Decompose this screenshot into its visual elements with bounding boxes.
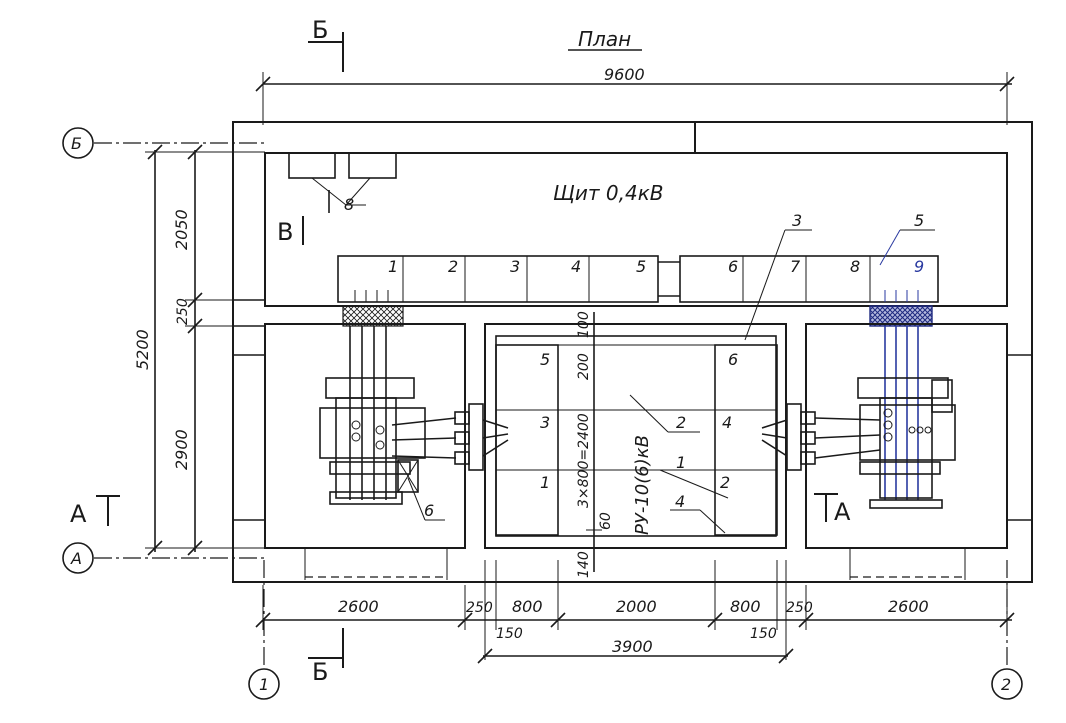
svg-text:2: 2 bbox=[676, 413, 686, 432]
svg-text:2050: 2050 bbox=[172, 209, 191, 250]
cabinet-8b bbox=[348, 152, 397, 179]
svg-text:5200: 5200 bbox=[133, 329, 152, 370]
svg-text:3×800=2400: 3×800=2400 bbox=[576, 413, 592, 508]
section-mark-top: Б bbox=[308, 16, 344, 72]
svg-text:150: 150 bbox=[750, 626, 777, 642]
svg-text:3900: 3900 bbox=[612, 637, 653, 656]
axis-1: 1 bbox=[248, 560, 280, 700]
panel-cell-8: 8 bbox=[850, 257, 860, 276]
transformer-left-top bbox=[325, 377, 415, 399]
plan-title: План bbox=[568, 27, 642, 51]
transformer-left-fan bbox=[397, 459, 419, 493]
transformer-left-body bbox=[319, 407, 426, 459]
svg-text:200: 200 bbox=[576, 353, 592, 380]
view-mark-a-right: А bbox=[814, 493, 851, 526]
svg-text:6: 6 bbox=[424, 501, 434, 520]
panel-cell-6: 6 bbox=[728, 257, 738, 276]
switchgear-room: 5 3 1 6 4 2 РУ-10(6)кВ 100 200 3×800=240… bbox=[484, 311, 787, 578]
svg-text:А: А bbox=[834, 498, 851, 526]
transformer-chamber-right bbox=[761, 323, 1008, 549]
svg-text:8: 8 bbox=[344, 195, 354, 214]
ru-cell-6: 6 bbox=[728, 350, 738, 369]
svg-text:250: 250 bbox=[175, 298, 191, 325]
axis-a: А bbox=[62, 542, 265, 574]
svg-text:Б: Б bbox=[312, 16, 328, 44]
svg-text:2900: 2900 bbox=[172, 429, 191, 470]
svg-text:140: 140 bbox=[576, 551, 592, 578]
panel-cell-2: 2 bbox=[448, 257, 458, 276]
svg-text:100: 100 bbox=[576, 311, 592, 338]
building-outline bbox=[232, 121, 1033, 583]
svg-text:В: В bbox=[277, 218, 293, 246]
cable-pad-right bbox=[869, 305, 933, 327]
svg-text:А: А bbox=[70, 549, 82, 568]
svg-text:Б: Б bbox=[71, 134, 82, 153]
panel-cell-5: 5 bbox=[636, 257, 646, 276]
panel-room: Щит 0,4кВ 8 В bbox=[264, 152, 1008, 307]
panel-cell-9: 9 bbox=[914, 257, 924, 276]
ru-cell-1: 1 bbox=[540, 473, 550, 492]
svg-text:4: 4 bbox=[675, 492, 685, 511]
panel-cell-3: 3 bbox=[510, 257, 520, 276]
panel-lineup: 1 2 3 4 5 6 7 8 9 3 5 bbox=[337, 211, 939, 341]
ru-cell-3: 3 bbox=[540, 413, 550, 432]
svg-text:1: 1 bbox=[259, 675, 269, 694]
dim-vertical-left: 2050 250 5200 2900 bbox=[133, 144, 265, 556]
svg-text:800: 800 bbox=[730, 597, 761, 616]
cable-pad-left bbox=[342, 305, 404, 327]
ru-cell-4: 4 bbox=[722, 413, 732, 432]
cabinet-8a bbox=[288, 152, 336, 179]
svg-text:250: 250 bbox=[466, 600, 493, 616]
ru-cell-2: 2 bbox=[720, 473, 730, 492]
transformer-right-fan bbox=[931, 379, 953, 413]
svg-text:60: 60 bbox=[598, 512, 614, 530]
panel-cell-4: 4 bbox=[571, 257, 581, 276]
svg-text:Б: Б bbox=[312, 658, 328, 686]
svg-text:1: 1 bbox=[676, 453, 686, 472]
panel-cell-7: 7 bbox=[790, 257, 801, 276]
panel-room-label: Щит 0,4кВ bbox=[553, 181, 664, 205]
svg-text:2: 2 bbox=[1001, 675, 1011, 694]
svg-text:2000: 2000 bbox=[616, 597, 657, 616]
svg-text:800: 800 bbox=[512, 597, 543, 616]
svg-text:А: А bbox=[70, 500, 87, 528]
ru-room-label: РУ-10(6)кВ bbox=[632, 435, 653, 535]
cable-pits bbox=[304, 548, 966, 580]
svg-text:9600: 9600 bbox=[604, 65, 645, 84]
transformer-right-body bbox=[859, 404, 956, 461]
panel-cell-1: 1 bbox=[388, 257, 398, 276]
axis-b: Б bbox=[62, 127, 265, 159]
svg-text:150: 150 bbox=[496, 626, 523, 642]
transformer-chamber-left: 6 bbox=[264, 323, 509, 549]
section-mark-bottom: Б bbox=[308, 628, 344, 686]
svg-text:План: План bbox=[578, 27, 631, 51]
svg-text:250: 250 bbox=[786, 600, 813, 616]
svg-text:2600: 2600 bbox=[888, 597, 929, 616]
ru-cell-5: 5 bbox=[540, 350, 550, 369]
svg-text:3: 3 bbox=[792, 211, 802, 230]
svg-text:5: 5 bbox=[914, 211, 924, 230]
dim-total-top: 9600 bbox=[255, 65, 1015, 125]
svg-text:2600: 2600 bbox=[338, 597, 379, 616]
transformer-right-top bbox=[857, 377, 949, 399]
dim-bottom-chain: 2600 250 800 2000 800 250 2600 150 150 3… bbox=[255, 560, 1015, 664]
view-mark-a-left: А bbox=[70, 495, 120, 528]
